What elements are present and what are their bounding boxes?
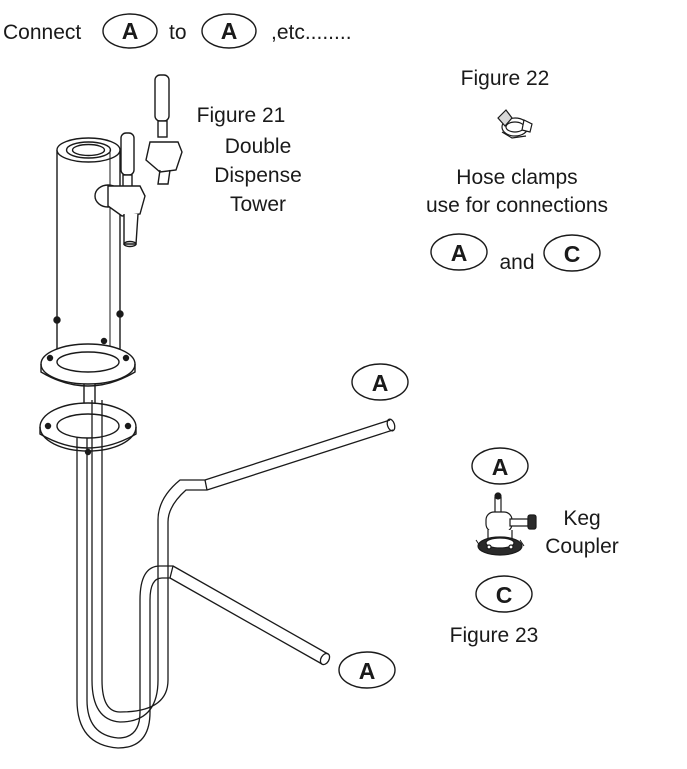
lower-tube-end-letter: A — [359, 658, 376, 684]
figure-23-group: A Keg Coupler C Figure 23 — [450, 447, 619, 647]
figure-22-group: Figure 22 Hose clamps use for connection… — [426, 67, 608, 274]
figure-22-caption-line1: Hose clamps — [456, 166, 577, 189]
figure-21-label: Figure 21 — [197, 104, 286, 127]
figure-23-top-badge-letter: A — [492, 454, 509, 480]
figure-21-caption-line3: Tower — [230, 193, 286, 216]
upper-tube-end-letter: A — [372, 370, 389, 396]
figure-22-badge-a-letter: A — [451, 240, 468, 266]
header-badge-1-letter: A — [122, 18, 139, 44]
figure-21-caption-line1: Double — [225, 135, 292, 158]
header-badge-2-letter: A — [221, 18, 238, 44]
figure-23-top-badge: A — [471, 447, 529, 485]
rear-tap-handle — [154, 74, 170, 122]
keg-coupler-icon — [475, 492, 537, 556]
header-badge-1: A — [102, 13, 158, 49]
beer-line-tubing — [76, 400, 396, 749]
lower-tube-end-badge: A — [338, 651, 396, 689]
figure-23-caption-line1: Keg — [563, 507, 600, 530]
upper-tube-end-badge: A — [351, 363, 409, 401]
figure-23-caption-line2: Coupler — [545, 535, 619, 558]
figure-21-caption-line2: Dispense — [214, 164, 302, 187]
figure-22-label: Figure 22 — [461, 67, 550, 90]
tower-base-flange — [40, 343, 136, 385]
hose-clamp-icon — [497, 109, 533, 139]
figure-22-badge-a: A — [430, 233, 488, 271]
front-tap-handle — [120, 132, 135, 176]
tower-illustration — [39, 74, 183, 456]
figure-22-badge-c: C — [543, 234, 601, 272]
header-etc-text: ,etc........ — [271, 21, 352, 44]
figure-23-bottom-badge: C — [475, 575, 533, 613]
figure-21-caption: Figure 21 Double Dispense Tower — [197, 104, 302, 216]
figure-23-label: Figure 23 — [450, 624, 539, 647]
header-instruction: Connect A to A ,etc........ — [3, 13, 352, 49]
figure-23-bottom-badge-letter: C — [496, 582, 513, 608]
header-to-text: to — [169, 21, 187, 44]
figure-22-caption-line2: use for connections — [426, 194, 608, 217]
figure-22-badge-c-letter: C — [564, 241, 581, 267]
tower-column — [56, 150, 121, 363]
header-connect-text: Connect — [3, 21, 81, 44]
header-badge-2: A — [201, 13, 257, 49]
figure-22-and-text: and — [499, 251, 534, 274]
